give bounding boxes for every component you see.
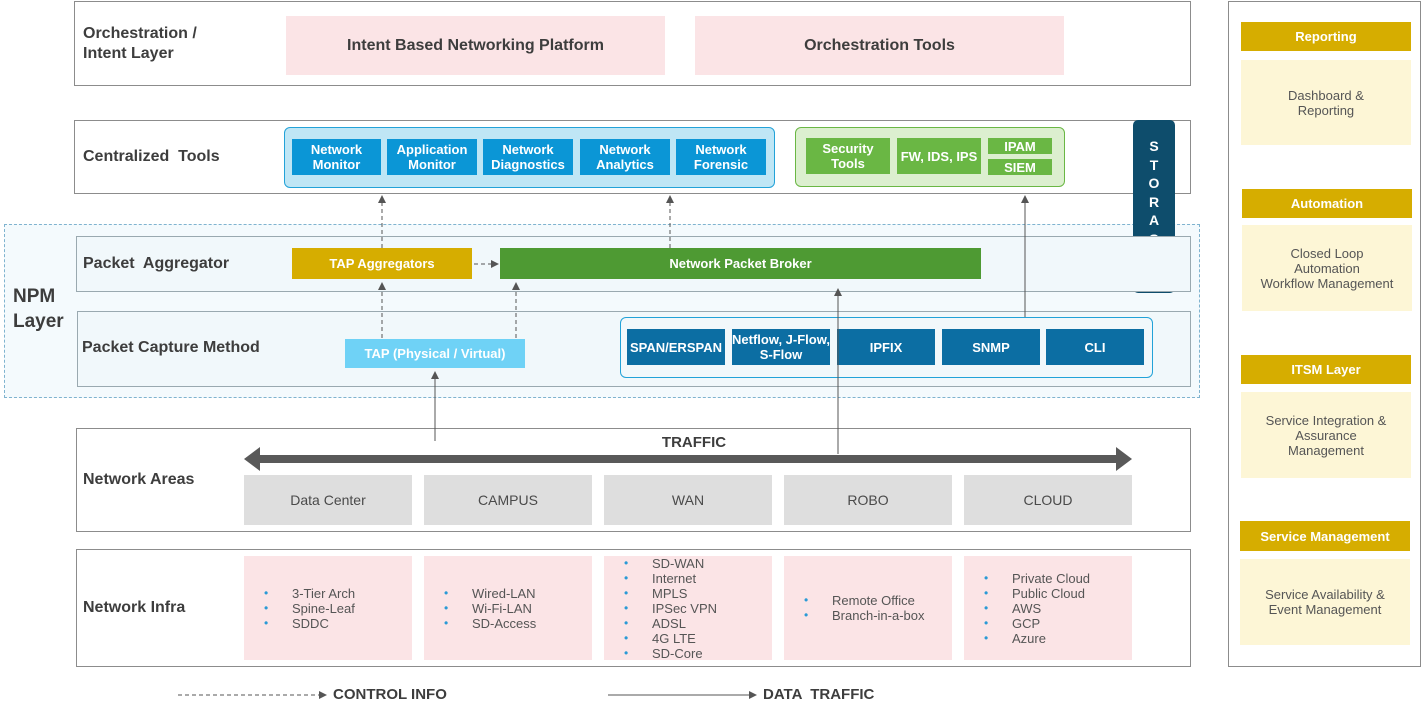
list-item: GCP — [984, 616, 1090, 631]
packet-aggregator-label: Packet Aggregator — [83, 255, 230, 272]
infra-wan: SD-WAN Internet MPLS IPSec VPN ADSL 4G L… — [604, 556, 772, 661]
siem[interactable]: SIEM — [988, 159, 1052, 175]
orchestration-tools[interactable]: Orchestration Tools — [695, 16, 1064, 75]
sidebar-header-automation[interactable]: Automation — [1242, 189, 1412, 218]
list-item: Branch-in-a-box — [804, 608, 925, 623]
network-diagnostics-tool[interactable]: Network Diagnostics — [483, 139, 573, 175]
infra-robo: Remote Office Branch-in-a-box — [784, 556, 952, 660]
list-item: Wired-LAN — [444, 586, 536, 601]
traffic-label: TRAFFIC — [661, 434, 727, 451]
span-erspan[interactable]: SPAN/ERSPAN — [627, 329, 725, 365]
sidebar-header-reporting[interactable]: Reporting — [1241, 22, 1411, 51]
area-wan[interactable]: WAN — [604, 475, 772, 525]
network-infra-label: Network Infra — [83, 599, 186, 616]
list-item: Public Cloud — [984, 586, 1090, 601]
list-item: SDDC — [264, 616, 355, 631]
network-forensic-tool[interactable]: Network Forensic — [676, 139, 766, 175]
legend-control-info: CONTROL INFO — [333, 686, 447, 703]
area-cloud[interactable]: CLOUD — [964, 475, 1132, 525]
sidebar-body-itsm: Service Integration & Assurance Manageme… — [1241, 392, 1411, 478]
security-tools[interactable]: Security Tools — [806, 138, 890, 174]
application-monitor-tool[interactable]: Application Monitor — [387, 139, 477, 175]
cli[interactable]: CLI — [1046, 329, 1144, 365]
network-analytics-tool[interactable]: Network Analytics — [580, 139, 670, 175]
packet-capture-label: Packet Capture Method — [82, 339, 260, 356]
network-areas-label: Network Areas — [83, 471, 195, 488]
netflow-jflow-sflow[interactable]: Netflow, J-Flow, S-Flow — [732, 329, 830, 365]
centralized-tools-label: Centralized Tools — [83, 148, 220, 165]
npm-layer-label: NPM Layer — [13, 286, 64, 332]
list-item: ADSL — [624, 616, 717, 631]
list-item: 3-Tier Arch — [264, 586, 355, 601]
network-packet-broker[interactable]: Network Packet Broker — [500, 248, 981, 279]
area-campus[interactable]: CAMPUS — [424, 475, 592, 525]
infra-data-center: 3-Tier Arch Spine-Leaf SDDC — [244, 556, 412, 660]
list-item: Spine-Leaf — [264, 601, 355, 616]
orchestration-layer-label: Orchestration / Intent Layer — [83, 25, 197, 62]
list-item: Remote Office — [804, 593, 925, 608]
fw-ids-ips[interactable]: FW, IDS, IPS — [897, 138, 981, 174]
list-item: SD-WAN — [624, 556, 717, 571]
snmp[interactable]: SNMP — [942, 329, 1040, 365]
infra-cloud: Private Cloud Public Cloud AWS GCP Azure — [964, 556, 1132, 660]
list-item: Wi-Fi-LAN — [444, 601, 536, 616]
list-item: 4G LTE — [624, 631, 717, 646]
sidebar-body-service-management: Service Availability & Event Management — [1240, 559, 1410, 645]
ipam[interactable]: IPAM — [988, 138, 1052, 154]
sidebar-body-reporting: Dashboard & Reporting — [1241, 60, 1411, 145]
area-data-center[interactable]: Data Center — [244, 475, 412, 525]
legend-data-traffic: DATA TRAFFIC — [763, 686, 875, 703]
list-item: AWS — [984, 601, 1090, 616]
list-item: MPLS — [624, 586, 717, 601]
network-monitor-tool[interactable]: Network Monitor — [292, 139, 381, 175]
intent-based-networking-platform[interactable]: Intent Based Networking Platform — [286, 16, 665, 75]
area-robo[interactable]: ROBO — [784, 475, 952, 525]
list-item: IPSec VPN — [624, 601, 717, 616]
list-item: Azure — [984, 631, 1090, 646]
list-item: Private Cloud — [984, 571, 1090, 586]
sidebar-header-service-management[interactable]: Service Management — [1240, 521, 1410, 551]
tap-physical-virtual[interactable]: TAP (Physical / Virtual) — [345, 339, 525, 368]
sidebar-header-itsm[interactable]: ITSM Layer — [1241, 355, 1411, 384]
list-item: SD-Core — [624, 646, 717, 661]
ipfix[interactable]: IPFIX — [837, 329, 935, 365]
list-item: Internet — [624, 571, 717, 586]
list-item: SD-Access — [444, 616, 536, 631]
sidebar-body-automation: Closed Loop Automation Workflow Manageme… — [1242, 225, 1412, 311]
tap-aggregators[interactable]: TAP Aggregators — [292, 248, 472, 279]
infra-campus: Wired-LAN Wi-Fi-LAN SD-Access — [424, 556, 592, 660]
